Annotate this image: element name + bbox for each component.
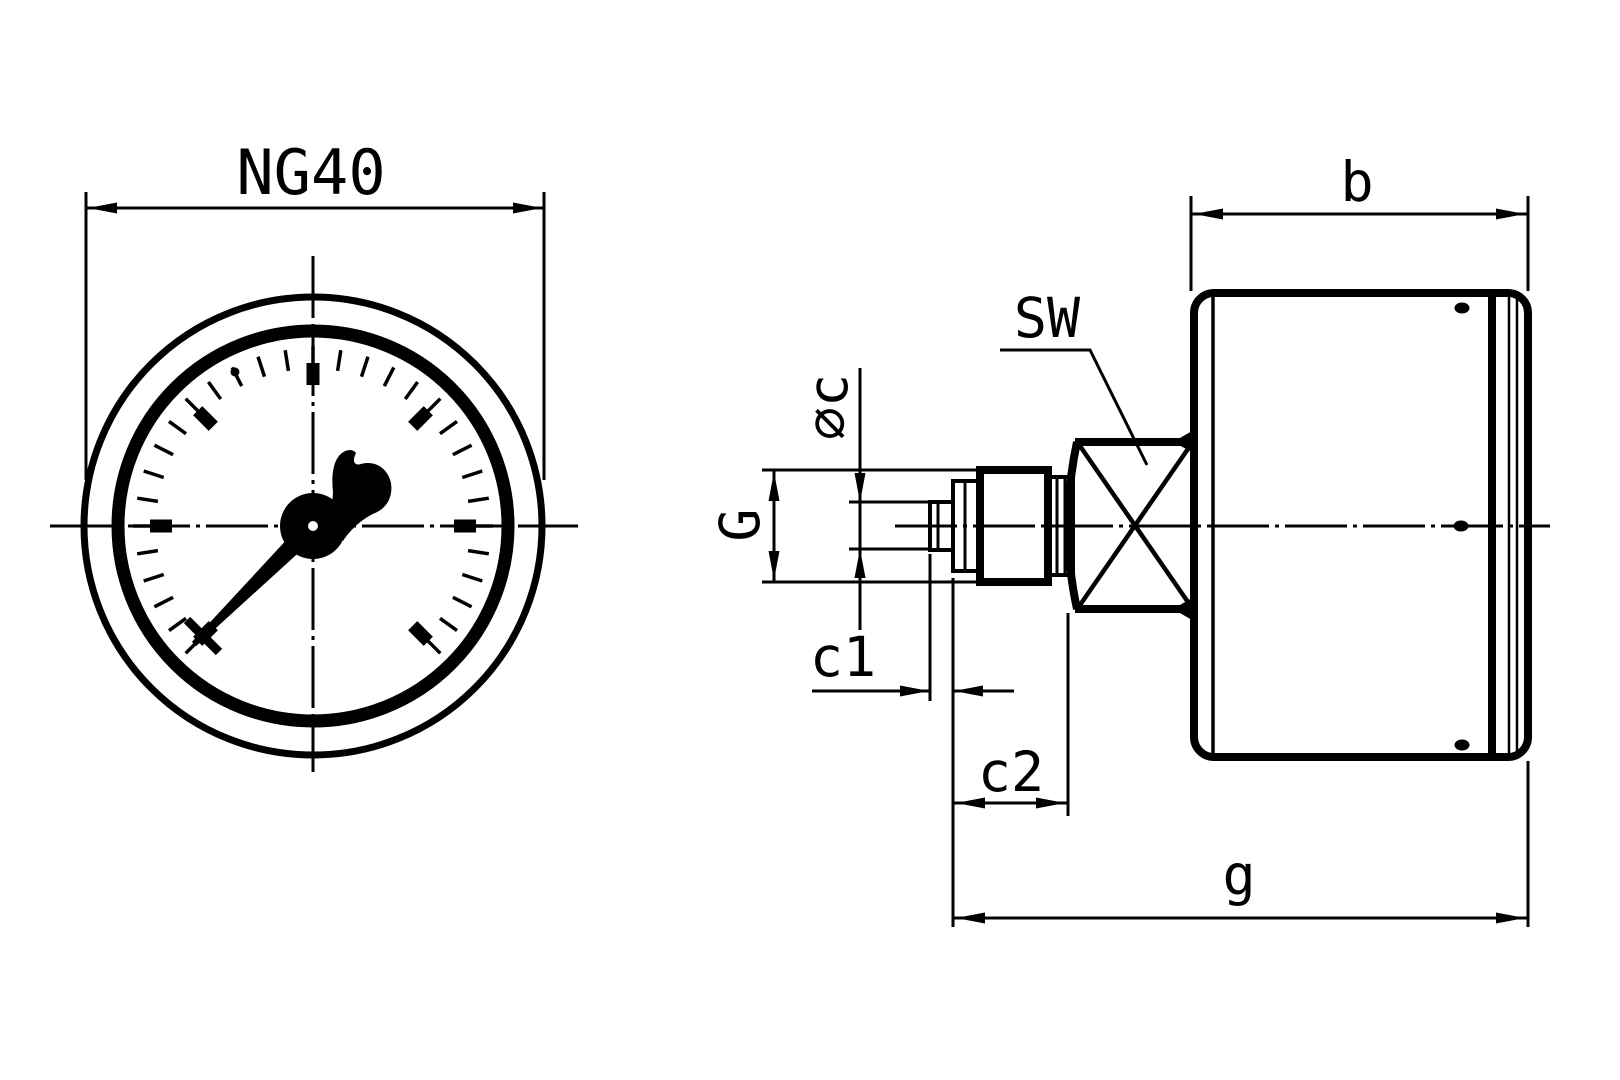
scale-tick	[438, 419, 459, 436]
pointer-hub-center	[308, 521, 318, 531]
side-view: SW b ⌀c G	[708, 150, 1550, 927]
dimension-g-total: g	[951, 578, 1530, 927]
dimension-label-g-total: g	[1222, 843, 1255, 907]
dimension-ng40: NG40	[84, 136, 546, 480]
dimension-label-c2: c2	[978, 740, 1044, 804]
dial-rim-ring	[111, 324, 515, 728]
scale-tick	[283, 349, 291, 372]
scale-tick	[143, 572, 165, 583]
hex-nut	[1064, 431, 1192, 620]
hex-case-fillet-bottom	[1173, 598, 1192, 620]
pointer-needle	[191, 518, 321, 647]
front-view: NG40	[50, 136, 578, 772]
arrowhead-left	[1194, 208, 1223, 220]
scale-tick	[408, 621, 433, 646]
dimension-phi-c: ⌀c	[796, 368, 929, 630]
dimension-c2: c2	[953, 613, 1070, 816]
scale-tick	[461, 469, 483, 480]
dial-dot-mark	[230, 367, 240, 377]
scale-tick	[153, 595, 174, 609]
case-outer-ring	[80, 293, 546, 759]
hex-face-diagonal	[1078, 444, 1192, 607]
scale-tick	[143, 469, 165, 480]
arrowhead-right	[1496, 912, 1525, 924]
arrowhead-up	[768, 472, 780, 501]
case-outline	[1190, 289, 1532, 761]
scale-tick	[452, 595, 473, 609]
scale-tick	[193, 406, 218, 431]
zero-stop-pin	[183, 616, 223, 656]
scale-tick	[256, 356, 267, 378]
gauge-case	[1190, 289, 1532, 761]
case-screw-dot	[1454, 302, 1470, 314]
leader-line	[1000, 348, 1149, 466]
scale-tick	[452, 443, 473, 457]
label-sw: SW	[1014, 286, 1081, 350]
dimension-label-phi-c: ⌀c	[796, 374, 860, 440]
dimension-label-c1: c1	[810, 625, 876, 689]
dimension-b: b	[1189, 150, 1530, 291]
scale-tick	[467, 548, 490, 556]
scale-tick	[206, 380, 223, 401]
arrowhead-right	[513, 202, 542, 214]
scale-tick	[335, 349, 343, 372]
scale-tick	[382, 366, 396, 387]
scale-tick	[167, 419, 188, 436]
case-screw-dot	[1453, 520, 1469, 532]
scale-tick	[438, 616, 459, 633]
dimension-g-thread: G	[708, 468, 978, 584]
scale-tick	[408, 406, 433, 431]
sealing-collar	[1046, 475, 1075, 577]
dimension-label-b: b	[1340, 150, 1373, 214]
scale-tick	[153, 443, 174, 457]
arrowhead-down	[854, 473, 866, 502]
callout-sw: SW	[1000, 286, 1149, 466]
dimension-c1: c1	[810, 554, 1014, 701]
arrowhead-left	[956, 912, 985, 924]
dimension-label-g-thread: G	[708, 508, 772, 541]
scale-tick	[167, 616, 188, 633]
scale-tick	[359, 356, 370, 378]
scale-tick	[461, 572, 483, 583]
arrowhead-left	[954, 685, 983, 697]
scale-tick	[403, 380, 420, 401]
arrowhead-right	[1496, 208, 1525, 220]
hex-case-fillet-top	[1173, 431, 1192, 452]
scale-tick	[136, 496, 159, 504]
scale-tick	[467, 496, 490, 504]
arrowhead-down	[768, 551, 780, 580]
arrowhead-up	[854, 549, 866, 578]
hex-left-edge-arc	[1064, 441, 1081, 610]
pointer-counterweight	[332, 450, 392, 541]
scale-tick	[136, 548, 159, 556]
arrowhead-right	[900, 685, 929, 697]
case-screw-dot	[1454, 739, 1470, 751]
arrowhead-left	[88, 202, 117, 214]
dimension-label-ng40: NG40	[236, 136, 385, 209]
